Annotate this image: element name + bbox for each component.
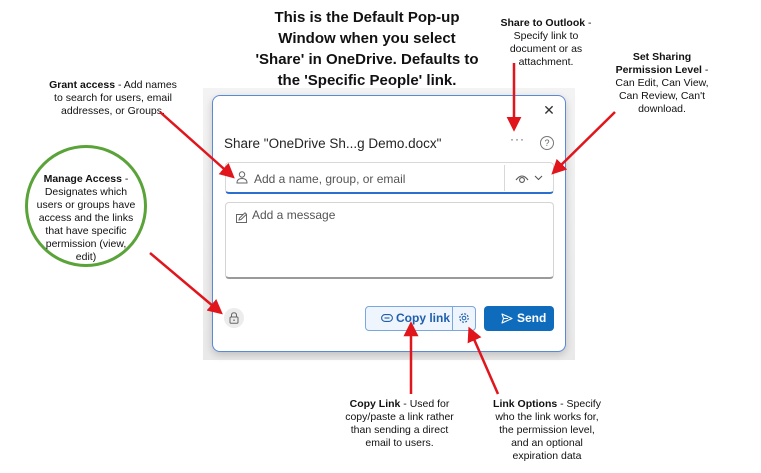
annotation-text: - Specify who the link works for, the pe…	[495, 398, 601, 462]
annotation-link-options: Link Options - Specify who the link work…	[492, 398, 602, 463]
share-dialog: ✕ Share "OneDrive Sh...g Demo.docx" ··· …	[212, 95, 566, 352]
page-heading: This is the Default Pop-up Window when y…	[252, 7, 482, 91]
annotation-manage-access: Manage Access - Designates which users o…	[35, 173, 137, 264]
heading-line: Window when you select	[278, 30, 456, 47]
permission-level-dropdown[interactable]	[507, 163, 553, 193]
more-options-icon: ···	[510, 132, 525, 146]
eye-icon	[515, 175, 529, 183]
heading-line: This is the Default Pop-up	[274, 9, 460, 26]
compose-icon	[236, 212, 248, 223]
annotation-share-outlook: Share to Outlook - Specify link to docum…	[490, 17, 602, 69]
copy-link-divider	[452, 307, 453, 330]
message-input[interactable]	[252, 206, 542, 276]
help-icon: ?	[544, 138, 550, 148]
annotation-title: Copy Link	[349, 398, 401, 410]
chevron-down-icon	[534, 175, 543, 181]
heading-line: 'Share' in OneDrive. Defaults to	[255, 51, 479, 68]
lock-icon	[229, 312, 239, 324]
people-input[interactable]	[252, 163, 506, 195]
message-field	[225, 202, 554, 279]
copy-link-group: Copy link	[365, 306, 476, 331]
gear-icon	[459, 313, 469, 323]
annotation-title: Share to Outlook	[500, 17, 586, 29]
annotation-text: - Add names to search for users, email a…	[54, 79, 177, 117]
annotation-text: - Specify link to document or as attachm…	[509, 17, 592, 68]
annotation-sharing-permission: Set Sharing Permission Level - Can Edit,…	[610, 51, 714, 116]
send-label: Send	[517, 311, 547, 325]
annotation-grant-access: Grant access - Add names to search for u…	[48, 79, 178, 118]
link-settings-button[interactable]	[453, 307, 475, 330]
heading-line: the 'Specific People' link.	[277, 72, 457, 89]
share-to-outlook-more-button[interactable]: ···	[510, 132, 525, 146]
annotation-title: Set Sharing Permission Level	[615, 51, 702, 76]
manage-access-callout-circle	[25, 145, 147, 267]
help-button[interactable]: ?	[540, 136, 554, 150]
field-divider	[504, 165, 505, 191]
annotation-text: - Can Edit, Can View, Can Review, Can't …	[615, 64, 709, 115]
link-icon	[381, 314, 393, 322]
annotation-text: - Used for copy/paste a link rather than…	[345, 398, 454, 449]
annotation-title: Manage Access	[43, 173, 122, 185]
send-button[interactable]: Send	[484, 306, 554, 331]
annotation-text: - Designates which users or groups have …	[36, 173, 136, 263]
copy-link-label: Copy link	[396, 311, 451, 325]
copy-link-button[interactable]: Copy link	[366, 307, 452, 330]
annotation-copy-link: Copy Link - Used for copy/paste a link r…	[342, 398, 457, 450]
manage-access-button[interactable]	[224, 308, 244, 328]
annotation-title: Grant access	[49, 79, 116, 91]
dialog-title: Share "OneDrive Sh...g Demo.docx"	[224, 136, 442, 151]
people-picker-field	[225, 162, 554, 195]
person-icon	[236, 171, 248, 184]
annotation-title: Link Options	[493, 398, 558, 410]
close-button[interactable]: ✕	[541, 102, 557, 118]
send-icon	[501, 313, 513, 324]
close-icon: ✕	[543, 102, 555, 118]
